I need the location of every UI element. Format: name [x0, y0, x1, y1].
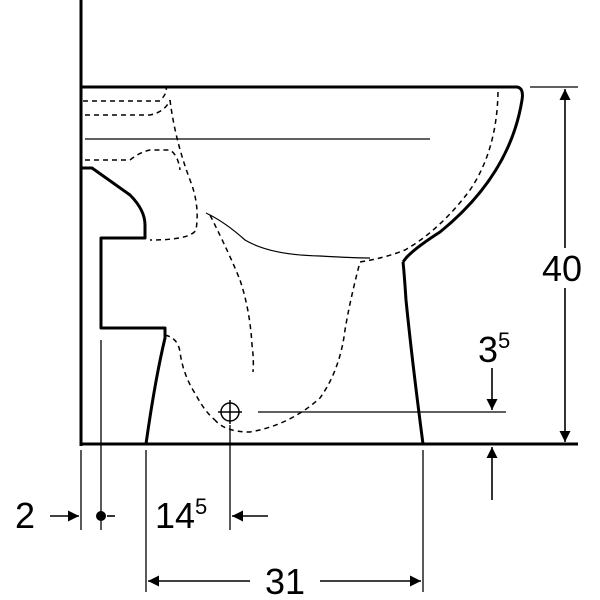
dim-2-label: 2 [15, 495, 35, 536]
dim-31-label: 31 [265, 561, 305, 600]
hidden-lines [83, 87, 499, 433]
dim-14-5-label: 145 [155, 494, 207, 536]
outlet-center-symbol [218, 400, 242, 424]
dim-40-label: 40 [542, 248, 582, 289]
dim-2-dot [96, 511, 106, 521]
bottom-extension-lines [80, 340, 424, 592]
inner-bowl-lines [85, 138, 430, 259]
dim-3-5-label: 35 [478, 328, 510, 370]
toilet-outline [81, 85, 524, 445]
dim-40-mask [540, 248, 590, 288]
